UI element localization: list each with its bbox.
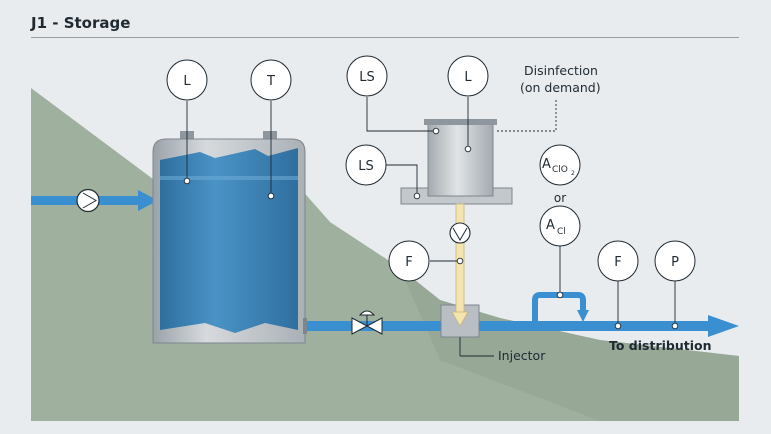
tank-level-point	[183, 177, 191, 185]
analyzer-clo2-bubble	[539, 144, 581, 186]
tank-temp-bubble	[250, 59, 292, 101]
dose-level-point	[464, 145, 472, 153]
page-title: J1 - Storage	[31, 14, 131, 32]
analyzer-bypass-loop	[532, 292, 586, 322]
disinfection-label-line1: Disinfection	[524, 63, 598, 78]
tank-water-surface	[160, 176, 298, 180]
title-divider	[31, 37, 739, 38]
outlet-pressure-point	[671, 322, 679, 330]
ls-top-point	[432, 127, 440, 135]
bypass-arrow	[577, 310, 589, 322]
tank-level-bubble	[166, 59, 208, 101]
analyzer-cl-main: A	[546, 218, 555, 233]
outlet-flow-bubble	[597, 240, 639, 282]
ls-top-tag: LS	[359, 70, 375, 85]
injector-label: Injector	[498, 348, 546, 363]
inlet-pump-triangle	[82, 192, 98, 209]
disinfection-leader	[497, 98, 557, 132]
dose-flow-tag: F	[405, 255, 412, 270]
or-label: or	[554, 191, 566, 205]
outlet-pressure-bubble	[654, 240, 696, 282]
ls-bottom-connector	[386, 164, 418, 196]
dose-flow-bubble	[388, 240, 430, 282]
outlet-pipe-arrow	[708, 315, 739, 337]
analyzer-point	[556, 291, 564, 299]
outlet-pipe	[305, 321, 715, 331]
outlet-pressure-tag: P	[671, 255, 679, 270]
dosing-tank-body	[427, 121, 494, 197]
tank-top-nozzle-right	[263, 131, 277, 139]
outlet-flow-tag: F	[614, 255, 621, 270]
dose-flow-point	[456, 257, 464, 265]
dose-level-bubble	[447, 55, 489, 97]
chemical-dosing-arrow	[451, 311, 469, 327]
analyzer-cl-bubble	[539, 205, 581, 247]
ls-bottom-tag: LS	[358, 159, 374, 174]
dosing-tank-lid	[424, 119, 497, 125]
tank-temp-point	[267, 192, 275, 200]
outlet-valve-icon	[351, 310, 383, 335]
to-distribution-label: To distribution	[609, 338, 712, 353]
outlet-flange	[303, 318, 307, 334]
analyzer-cl-sub: Cl	[557, 227, 566, 237]
ls-top-bubble	[346, 55, 388, 97]
ls-top-connector	[366, 97, 436, 132]
storage-tank-water	[160, 148, 298, 333]
analyzer-clo2-main: A	[542, 157, 551, 172]
tank-temp-tag: T	[266, 74, 275, 89]
ls-bottom-bubble	[345, 144, 387, 186]
dose-level-tag: L	[464, 70, 472, 85]
dosing-pump-icon	[449, 222, 471, 244]
inlet-pipe-arrow	[138, 190, 158, 211]
dosing-pump-triangle	[452, 227, 468, 241]
disinfection-label-line2: (on demand)	[520, 80, 601, 95]
terrain-lower-slope	[400, 268, 739, 421]
analyzer-clo2-subscript: 2	[571, 170, 575, 177]
analyzer-clo2-sub: ClO	[552, 165, 568, 175]
ls-bottom-point	[413, 192, 421, 200]
outlet-flow-point	[614, 322, 622, 330]
tank-level-tag: L	[183, 74, 191, 89]
inlet-pump-icon	[76, 188, 100, 213]
